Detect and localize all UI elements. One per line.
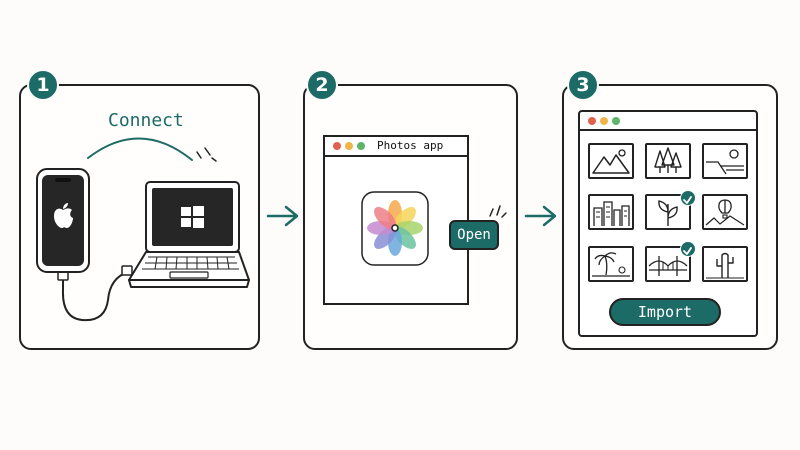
close-dot-icon[interactable] bbox=[333, 142, 341, 150]
import-button[interactable]: Import bbox=[609, 298, 721, 326]
maximize-dot-icon[interactable] bbox=[357, 142, 365, 150]
hot-air-balloon-icon[interactable] bbox=[702, 194, 748, 230]
windows-logo-icon bbox=[181, 206, 204, 228]
check-icon bbox=[680, 190, 696, 206]
close-dot-icon[interactable] bbox=[588, 117, 596, 125]
palm-tree-icon[interactable] bbox=[588, 246, 634, 282]
arrow-right-icon bbox=[524, 205, 557, 227]
coast-icon[interactable] bbox=[702, 143, 748, 179]
laptop-icon bbox=[128, 181, 250, 288]
maximize-dot-icon[interactable] bbox=[612, 117, 620, 125]
arrow-right-icon bbox=[266, 205, 299, 227]
city-icon[interactable] bbox=[588, 194, 634, 230]
apple-logo-icon bbox=[54, 203, 73, 228]
window-titlebar: Photos app bbox=[325, 137, 467, 157]
window-title: Photos app bbox=[377, 139, 444, 152]
open-button[interactable]: Open bbox=[449, 220, 499, 250]
window-titlebar bbox=[580, 112, 756, 131]
mountains-icon[interactable] bbox=[588, 143, 634, 179]
motion-lines-icon bbox=[196, 147, 217, 162]
minimize-dot-icon[interactable] bbox=[600, 117, 608, 125]
motion-lines-icon bbox=[489, 205, 507, 218]
step-1-badge: 1 bbox=[27, 69, 59, 101]
photos-app-icon[interactable] bbox=[361, 191, 431, 267]
minimize-dot-icon[interactable] bbox=[345, 142, 353, 150]
trees-icon[interactable] bbox=[645, 143, 691, 179]
check-icon bbox=[680, 241, 696, 257]
step-3-badge: 3 bbox=[567, 69, 599, 101]
petal bbox=[374, 207, 397, 230]
connect-label: Connect bbox=[108, 110, 184, 131]
cactus-icon[interactable] bbox=[702, 246, 748, 282]
smartphone-icon bbox=[36, 168, 90, 273]
step-2-badge: 2 bbox=[306, 69, 338, 101]
